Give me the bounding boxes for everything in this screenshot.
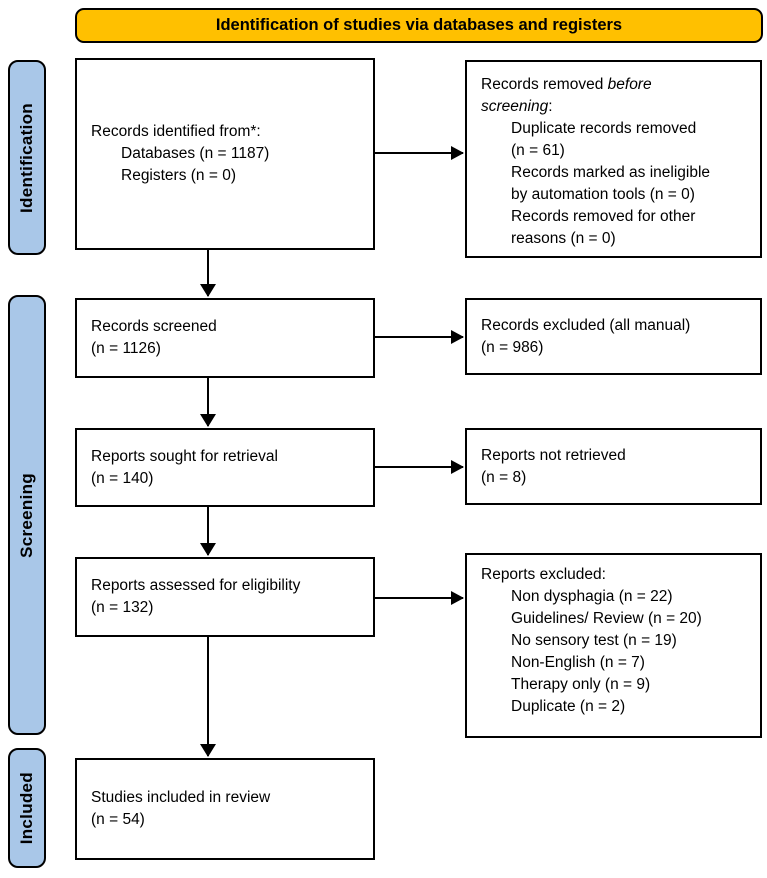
banner-label: Identification of studies via databases … [215, 16, 623, 34]
reports-not-retrieved-line: Reports not retrieved [481, 446, 626, 464]
reports-not-retrieved-box: Reports not retrieved (n = 8) [465, 428, 762, 505]
records-removed-box: Records removed before screening: Duplic… [465, 60, 762, 258]
arrow-sought-to-assessed-icon [207, 507, 209, 555]
records-removed-item: Records removed for other [511, 208, 696, 225]
reports-assessed-count: (n = 132) [91, 599, 154, 616]
stage-screening: Screening [8, 295, 46, 735]
stage-screening-label: Screening [17, 472, 36, 558]
arrow-screened-to-sought-icon [207, 378, 209, 426]
arrow-assessed-to-included-icon [207, 637, 209, 756]
reports-excluded-item: Non-English (n = 7) [511, 654, 645, 671]
reports-excluded-title: Reports excluded: [481, 566, 606, 583]
studies-included-line: Studies included in review [91, 789, 271, 806]
records-removed-item: by automation tools (n = 0) [511, 186, 695, 203]
records-excluded-count: (n = 986) [481, 338, 544, 356]
reports-sought-line: Reports sought for retrieval [91, 447, 278, 465]
arrow-identified-to-screened-icon [207, 250, 209, 296]
records-excluded-box: Records excluded (all manual) (n = 986) [465, 298, 762, 375]
records-removed-title-line2: screening: [481, 96, 750, 118]
banner-identification-via-databases: Identification of studies via databases … [75, 8, 763, 43]
reports-excluded-item: No sensory test (n = 19) [511, 632, 677, 649]
records-removed-item: Records marked as ineligible [511, 164, 711, 181]
records-identified-box: Records identified from*: Databases (n =… [75, 58, 375, 250]
records-removed-title-italic: before [607, 76, 652, 93]
studies-included-box: Studies included in review (n = 54) [75, 758, 375, 860]
reports-sought-count: (n = 140) [91, 469, 154, 487]
reports-excluded-item: Duplicate (n = 2) [511, 698, 626, 715]
stage-identification-label: Identification [17, 102, 36, 213]
reports-excluded-item: Guidelines/ Review (n = 20) [511, 610, 702, 627]
records-screened-line: Records screened [91, 318, 217, 335]
records-identified-databases: Databases (n = 1187) [121, 145, 270, 162]
records-removed-title-line1: Records removed before [481, 74, 750, 96]
stage-included: Included [8, 748, 46, 868]
records-screened-count: (n = 1126) [91, 340, 161, 357]
reports-excluded-item: Non dysphagia (n = 22) [511, 588, 673, 605]
records-identified-title: Records identified from*: [91, 123, 261, 140]
stage-included-label: Included [17, 771, 36, 845]
stage-identification: Identification [8, 60, 46, 255]
records-screened-box: Records screened (n = 1126) [75, 298, 375, 378]
reports-excluded-box: Reports excluded: Non dysphagia (n = 22)… [465, 553, 762, 738]
arrow-screened-to-excluded-icon [375, 336, 463, 338]
reports-not-retrieved-count: (n = 8) [481, 468, 527, 486]
reports-assessed-line: Reports assessed for eligibility [91, 577, 301, 594]
arrow-sought-to-not-retrieved-icon [375, 466, 463, 468]
reports-assessed-box: Reports assessed for eligibility (n = 13… [75, 557, 375, 637]
reports-sought-box: Reports sought for retrieval (n = 140) [75, 428, 375, 507]
records-removed-title-regular: Records removed [481, 76, 608, 93]
arrow-assessed-to-reports-excluded-icon [375, 597, 463, 599]
records-removed-item: reasons (n = 0) [511, 230, 616, 247]
records-excluded-line: Records excluded (all manual) [481, 316, 691, 334]
records-removed-item: Duplicate records removed [511, 120, 697, 137]
records-removed-title-colon: : [548, 98, 553, 115]
studies-included-count: (n = 54) [91, 811, 145, 828]
arrow-identified-to-removed-icon [375, 152, 463, 154]
records-identified-registers: Registers (n = 0) [121, 167, 237, 184]
records-removed-title-italic2: screening [481, 98, 549, 115]
records-removed-item: (n = 61) [511, 142, 565, 159]
reports-excluded-item: Therapy only (n = 9) [511, 676, 651, 693]
